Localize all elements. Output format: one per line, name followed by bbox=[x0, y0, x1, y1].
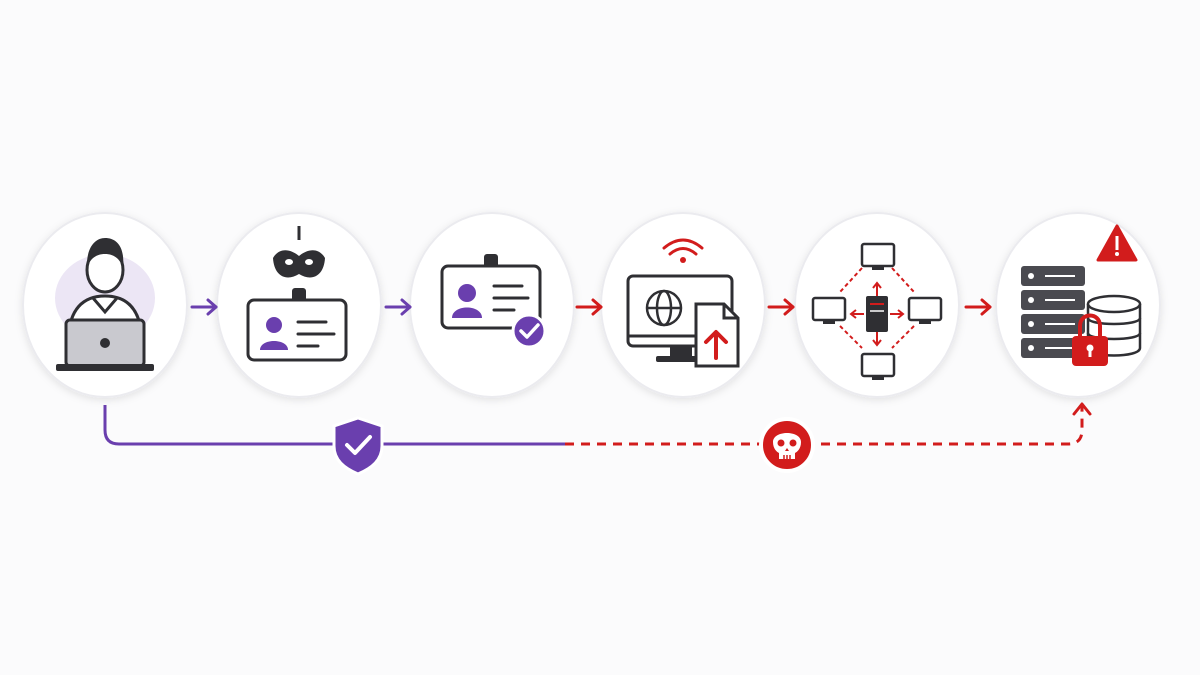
step-connectors bbox=[190, 298, 992, 316]
monitor-upload-icon bbox=[626, 238, 740, 368]
arrow-right-icon bbox=[384, 298, 412, 316]
shield-check-icon bbox=[332, 416, 384, 476]
arrow-right-icon bbox=[575, 298, 603, 316]
bottom-path bbox=[103, 402, 1092, 446]
arrow-right-icon bbox=[767, 298, 795, 316]
arrow-right-icon bbox=[964, 298, 992, 316]
solid-path-segment bbox=[103, 405, 565, 446]
network-spread-icon bbox=[811, 242, 943, 380]
arrow-right-icon bbox=[190, 298, 218, 316]
locked-servers-icon bbox=[1021, 224, 1142, 366]
masked-id-badge-icon bbox=[246, 226, 348, 362]
arrow-up-icon bbox=[1072, 402, 1092, 416]
skull-icon bbox=[759, 417, 815, 473]
person-laptop-icon bbox=[55, 238, 155, 371]
dashed-path-segment bbox=[565, 406, 1084, 446]
verified-id-badge-icon bbox=[440, 254, 547, 349]
